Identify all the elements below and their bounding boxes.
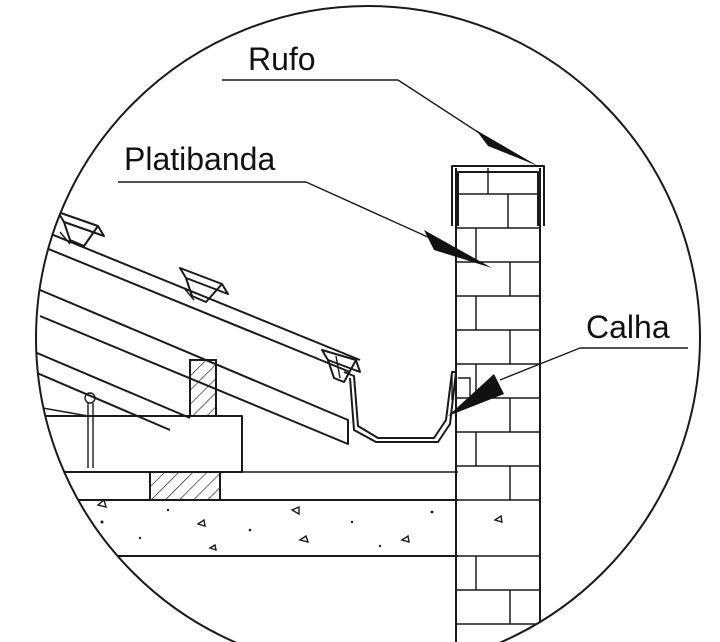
gutter-profile <box>343 371 457 443</box>
label-platibanda: Platibanda <box>124 141 275 177</box>
roof-tiles <box>45 211 361 383</box>
roof-framing <box>36 289 349 501</box>
parapet-wall <box>451 168 541 642</box>
flashing-cap <box>451 165 545 226</box>
leader-rufo <box>222 79 538 166</box>
detail-circle <box>35 5 701 642</box>
concrete-slab <box>40 471 503 557</box>
leader-platibanda <box>118 181 492 268</box>
leader-calha <box>448 347 688 416</box>
label-calha: Calha <box>586 309 670 345</box>
label-rufo: Rufo <box>248 41 316 77</box>
